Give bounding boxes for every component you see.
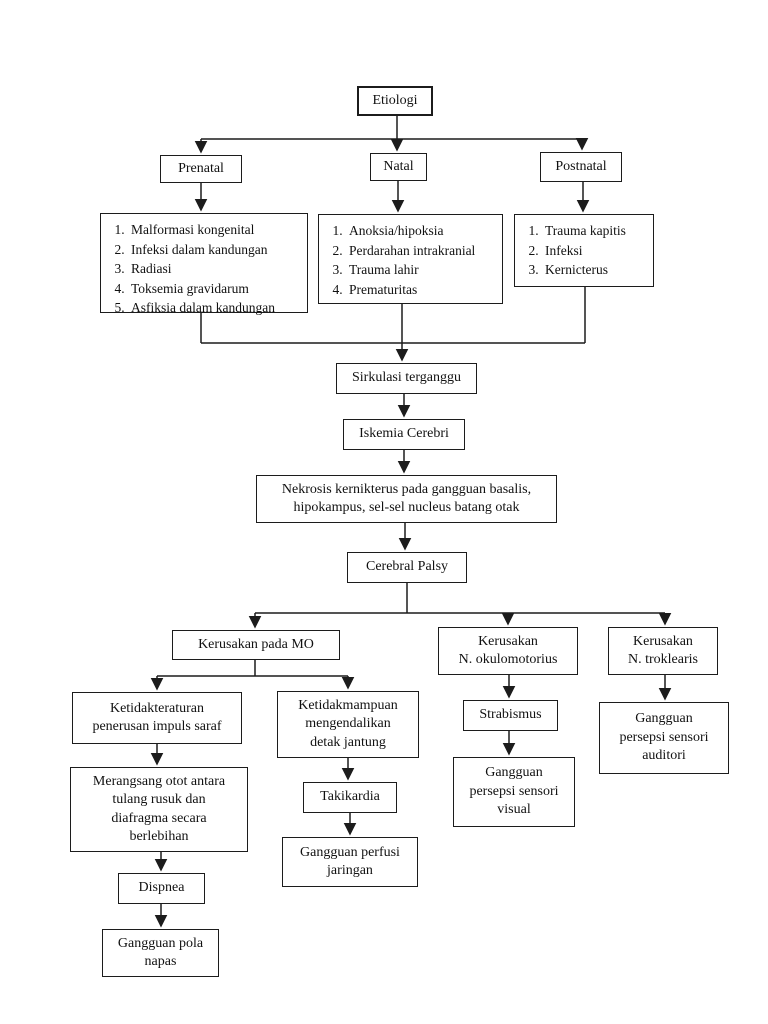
prenatal-causes-list: Malformasi kongenitalInfeksi dalam kandu… [101, 220, 275, 318]
list-item: Asfiksia dalam kandungan [128, 298, 275, 318]
node-label-ketidakteraturan: Ketidakteraturan penerusan impuls saraf [92, 700, 222, 734]
node-strabismus: Strabismus [463, 700, 558, 731]
list-item: Anoksia/hipoksia [346, 221, 475, 241]
node-prenatal: Prenatal [160, 155, 242, 183]
node-gangguan-persepsi-auditori: Gangguan persepsi sensori auditori [599, 702, 729, 774]
node-label-gangguan-persepsi-visual: Gangguan persepsi sensori visual [469, 765, 559, 818]
node-iskemia-cerebri: Iskemia Cerebri [343, 419, 465, 450]
node-ketidakmampuan: Ketidakmampuan mengendalikan detak jantu… [277, 691, 419, 758]
node-takikardia: Takikardia [303, 782, 397, 813]
node-label-iskemia: Iskemia Cerebri [359, 426, 449, 442]
node-sirkulasi-terganggu: Sirkulasi terganggu [336, 363, 477, 394]
list-item: Trauma kapitis [542, 221, 626, 241]
node-kerusakan-troklearis: Kerusakan N. troklearis [608, 627, 718, 675]
list-item: Infeksi dalam kandungan [128, 240, 275, 260]
node-label-kerusakan-okulomotorius: Kerusakan N. okulomotorius [458, 633, 558, 667]
node-natal: Natal [370, 153, 427, 181]
node-gangguan-persepsi-visual: Gangguan persepsi sensori visual [453, 757, 575, 827]
node-label-nekrosis: Nekrosis kernikterus pada gangguan basal… [281, 481, 532, 515]
node-kerusakan-okulomotorius: Kerusakan N. okulomotorius [438, 627, 578, 675]
node-label-prenatal: Prenatal [178, 160, 224, 176]
node-prenatal-causes: Malformasi kongenitalInfeksi dalam kandu… [100, 213, 308, 315]
node-gangguan-pola-napas: Gangguan pola napas [102, 929, 219, 977]
list-item: Radiasi [128, 259, 275, 279]
postnatal-causes-list: Trauma kapitisInfeksiKernicterus [515, 221, 626, 280]
node-label-cerebral-palsy: Cerebral Palsy [365, 559, 449, 575]
node-label-sirkulasi: Sirkulasi terganggu [351, 370, 461, 386]
node-ketidakteraturan: Ketidakteraturan penerusan impuls saraf [72, 692, 242, 744]
node-label-merangsang-otot: Merangsang otot antara tulang rusuk dan … [92, 773, 226, 844]
node-label-dispnea: Dispnea [138, 880, 185, 896]
node-label-natal: Natal [383, 158, 414, 174]
node-label-gangguan-pola-napas: Gangguan pola napas [117, 935, 204, 969]
node-label-kerusakan-troklearis: Kerusakan N. troklearis [628, 633, 698, 667]
list-item: Kernicterus [542, 260, 626, 280]
node-etiologi: Etiologi [357, 86, 433, 116]
list-item: Malformasi kongenital [128, 220, 275, 240]
node-dispnea: Dispnea [118, 873, 205, 904]
list-item: Perdarahan intrakranial [346, 241, 475, 261]
node-label-gangguan-perfusi: Gangguan perfusi jaringan [300, 844, 400, 878]
natal-causes-list: Anoksia/hipoksiaPerdarahan intrakranialT… [319, 221, 475, 299]
node-cerebral-palsy: Cerebral Palsy [347, 552, 467, 583]
node-label-gangguan-persepsi-auditori: Gangguan persepsi sensori auditori [619, 711, 709, 764]
node-gangguan-perfusi: Gangguan perfusi jaringan [282, 837, 418, 887]
node-nekrosis: Nekrosis kernikterus pada gangguan basal… [256, 475, 557, 523]
node-postnatal-causes: Trauma kapitisInfeksiKernicterus [514, 214, 654, 287]
node-label-strabismus: Strabismus [479, 707, 542, 723]
node-label-postnatal: Postnatal [555, 158, 607, 174]
node-kerusakan-mo: Kerusakan pada MO [172, 630, 340, 660]
list-item: Trauma lahir [346, 260, 475, 280]
node-label-takikardia: Takikardia [320, 789, 380, 805]
node-postnatal: Postnatal [540, 152, 622, 182]
node-merangsang-otot: Merangsang otot antara tulang rusuk dan … [70, 767, 248, 852]
list-item: Prematuritas [346, 280, 475, 300]
node-label-ketidakmampuan: Ketidakmampuan mengendalikan detak jantu… [298, 697, 398, 750]
node-label-kerusakan-mo: Kerusakan pada MO [198, 636, 314, 652]
node-natal-causes: Anoksia/hipoksiaPerdarahan intrakranialT… [318, 214, 503, 304]
list-item: Infeksi [542, 241, 626, 261]
list-item: Toksemia gravidarum [128, 279, 275, 299]
node-label-etiologi: Etiologi [372, 92, 418, 108]
